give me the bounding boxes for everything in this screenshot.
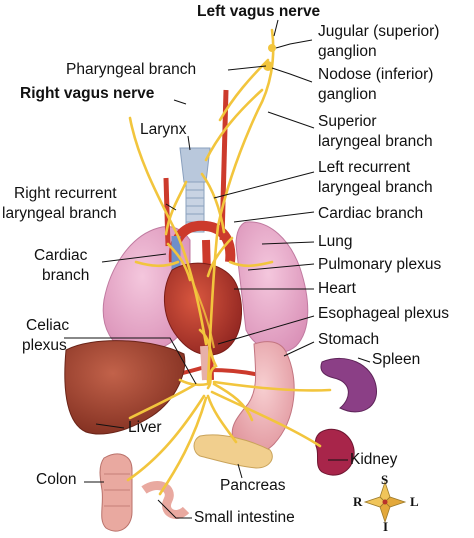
trachea bbox=[185, 181, 205, 233]
label-celiac-plexus-line1: Celiac bbox=[26, 317, 70, 334]
orientation-compass bbox=[363, 480, 407, 524]
label-cardiac-branch-left-line1: Cardiac bbox=[34, 247, 88, 264]
label-spleen: Spleen bbox=[372, 351, 421, 368]
compass-left-label: L bbox=[410, 494, 419, 509]
label-nodose-ganglion-line2: ganglion bbox=[318, 86, 377, 103]
label-pharyngeal-branch: Pharyngeal branch bbox=[66, 61, 197, 78]
label-lung: Lung bbox=[318, 233, 353, 250]
label-colon: Colon bbox=[36, 471, 77, 488]
cardiac-branch-left bbox=[166, 242, 192, 282]
label-jugular-ganglion-line2: ganglion bbox=[318, 43, 377, 60]
label-kidney: Kidney bbox=[350, 451, 398, 468]
label-small-intestine: Small intestine bbox=[194, 509, 295, 526]
celiac-plexus bbox=[178, 378, 210, 387]
label-right-vagus-nerve: Right vagus nerve bbox=[20, 85, 155, 102]
compass-right-label: R bbox=[353, 494, 363, 509]
label-stomach: Stomach bbox=[318, 331, 380, 348]
left-recurrent-laryngeal-branch bbox=[200, 172, 226, 234]
to-colon bbox=[126, 394, 206, 482]
label-liver: Liver bbox=[128, 419, 162, 436]
label-nodose-ganglion-line1: Nodose (inferior) bbox=[318, 66, 434, 83]
to-liver bbox=[128, 382, 198, 420]
label-pulmonary-plexus: Pulmonary plexus bbox=[318, 256, 442, 273]
pancreas bbox=[193, 434, 273, 469]
pharyngeal-branch bbox=[218, 58, 270, 122]
liver bbox=[64, 340, 186, 435]
label-esophageal-plexus: Esophageal plexus bbox=[318, 305, 449, 322]
pulmonary-plexus-branch-l bbox=[228, 260, 274, 268]
label-left-vagus-nerve: Left vagus nerve bbox=[197, 3, 321, 20]
label-celiac-plexus-line2: plexus bbox=[22, 337, 67, 354]
label-superior-laryngeal-line1: Superior bbox=[318, 113, 377, 130]
label-superior-laryngeal-line2: laryngeal branch bbox=[318, 133, 433, 150]
colon bbox=[99, 453, 133, 532]
label-cardiac-branch-right: Cardiac branch bbox=[318, 205, 424, 222]
compass-inferior-label: I bbox=[383, 519, 389, 534]
small-intestine bbox=[141, 481, 190, 519]
carotid-artery-left bbox=[219, 89, 229, 241]
nodose-ganglion bbox=[263, 61, 273, 71]
label-jugular-ganglion-line1: Jugular (superior) bbox=[318, 23, 440, 40]
label-right-recurrent-line2: laryngeal branch bbox=[2, 205, 117, 222]
cardiac-branch-right bbox=[206, 236, 234, 278]
label-larynx: Larynx bbox=[140, 121, 187, 138]
compass-superior-label: S bbox=[381, 472, 389, 487]
to-kidney bbox=[210, 390, 322, 448]
pulmonary-plexus-branch-r bbox=[134, 260, 180, 268]
esophagus bbox=[200, 345, 210, 381]
esophageal-plexus bbox=[198, 328, 218, 390]
leader-lines bbox=[64, 19, 371, 519]
kidney bbox=[315, 428, 355, 476]
stomach bbox=[231, 341, 295, 455]
jugular-ganglion bbox=[268, 44, 276, 52]
to-stomach bbox=[212, 382, 254, 422]
superior-laryngeal-branch bbox=[204, 88, 264, 162]
label-right-recurrent-line1: Right recurrent bbox=[14, 185, 117, 202]
vagus-nerves bbox=[126, 28, 332, 496]
to-small-intestine bbox=[158, 396, 208, 496]
left-lung bbox=[235, 221, 309, 354]
label-left-recurrent-line1: Left recurrent bbox=[318, 159, 411, 176]
to-spleen bbox=[212, 380, 332, 392]
to-pancreas bbox=[206, 394, 238, 444]
label-heart: Heart bbox=[318, 280, 356, 297]
spleen bbox=[320, 357, 377, 413]
right-vagus-nerve bbox=[128, 116, 208, 346]
label-left-recurrent-line2: laryngeal branch bbox=[318, 179, 433, 196]
label-cardiac-branch-left-line2: branch bbox=[42, 267, 90, 284]
right-recurrent-laryngeal-branch bbox=[164, 180, 188, 236]
label-pancreas: Pancreas bbox=[220, 477, 286, 494]
left-vagus-nerve bbox=[206, 28, 275, 386]
